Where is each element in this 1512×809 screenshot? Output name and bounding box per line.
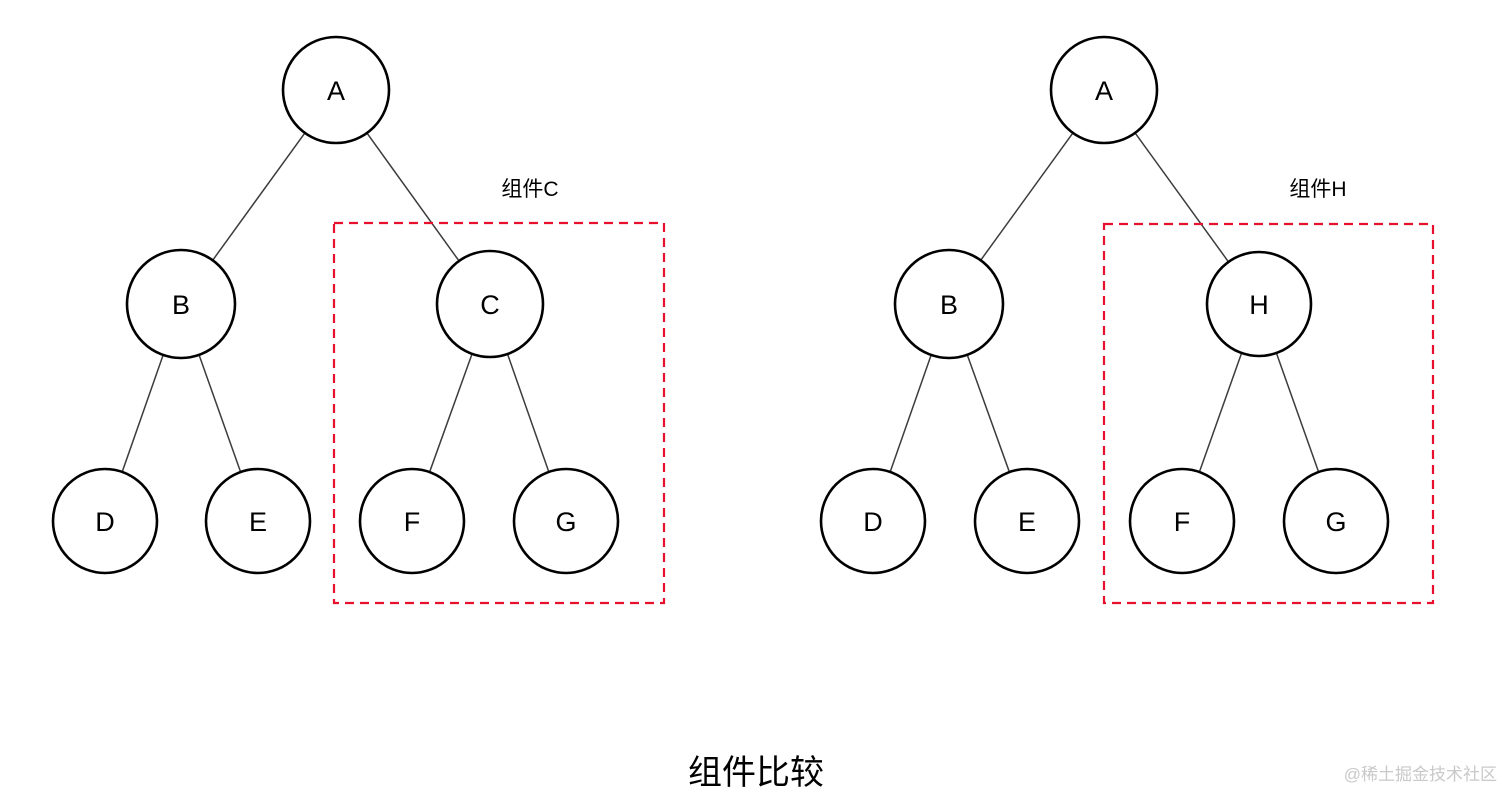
tree-node-H: H: [1205, 250, 1313, 358]
tree-node-C: C: [435, 249, 545, 359]
node-label-C: C: [480, 290, 500, 320]
node-label-E: E: [249, 507, 267, 537]
edge-C-to-F: [428, 353, 473, 473]
node-label-A: A: [1095, 76, 1113, 106]
node-circle-G: [1282, 467, 1390, 575]
tree-node-F: F: [1128, 467, 1236, 575]
node-circle-G: [512, 467, 620, 575]
group-box-组件H: [1102, 222, 1435, 605]
group-label-组件C: 组件C: [501, 178, 558, 201]
node-circle-C: [435, 249, 545, 359]
tree-node-F: F: [358, 467, 466, 575]
node-circle-H: [1205, 250, 1313, 358]
tree-node-G: G: [1282, 467, 1390, 575]
node-label-G: G: [555, 507, 576, 537]
node-label-D: D: [95, 507, 115, 537]
group-box-组件C: [332, 221, 666, 605]
node-circle-D: [819, 467, 927, 575]
tree-node-A: A: [281, 35, 391, 145]
edges-layer: [121, 132, 1320, 473]
tree-node-D: D: [51, 467, 159, 575]
edge-A-to-B: [980, 132, 1074, 261]
tree-node-A: A: [1049, 35, 1159, 145]
tree-node-B: B: [893, 248, 1005, 360]
edge-C-to-G: [506, 353, 550, 473]
tree-node-B: B: [125, 248, 237, 360]
watermark-label: @稀土掘金技术社区: [1344, 765, 1497, 784]
node-label-A: A: [327, 76, 345, 106]
node-label-F: F: [404, 507, 421, 537]
tree-node-G: G: [512, 467, 620, 575]
node-circle-E: [204, 467, 312, 575]
edge-H-to-G: [1275, 352, 1320, 473]
edge-A-to-H: [1134, 132, 1230, 263]
edge-B-to-D: [889, 354, 932, 473]
node-label-E: E: [1018, 507, 1036, 537]
group-boxes-layer: [332, 221, 1435, 605]
diagram-caption: 组件比较: [688, 754, 824, 792]
node-label-B: B: [172, 290, 190, 320]
node-circle-F: [1128, 467, 1236, 575]
node-label-H: H: [1249, 290, 1269, 320]
node-circle-A: [1049, 35, 1159, 145]
edge-B-to-E: [966, 354, 1011, 473]
edge-B-to-E: [198, 354, 242, 473]
node-circle-A: [281, 35, 391, 145]
node-circle-B: [893, 248, 1005, 360]
edge-B-to-D: [121, 354, 164, 473]
node-label-F: F: [1174, 507, 1191, 537]
group-label-组件H: 组件H: [1289, 178, 1346, 201]
node-circle-B: [125, 248, 237, 360]
node-circle-F: [358, 467, 466, 575]
tree-node-D: D: [819, 467, 927, 575]
node-label-D: D: [863, 507, 883, 537]
node-label-B: B: [940, 290, 958, 320]
tree-node-E: E: [204, 467, 312, 575]
node-label-G: G: [1325, 507, 1346, 537]
node-circle-D: [51, 467, 159, 575]
tree-node-E: E: [973, 467, 1081, 575]
labels-layer: 组件C 组件H: [501, 178, 1346, 201]
node-circle-E: [973, 467, 1081, 575]
edge-A-to-B: [212, 132, 306, 261]
edge-A-to-C: [366, 132, 460, 262]
nodes-layer: A B C D E F G A B H D E F G: [51, 35, 1390, 575]
edge-H-to-F: [1198, 352, 1243, 473]
